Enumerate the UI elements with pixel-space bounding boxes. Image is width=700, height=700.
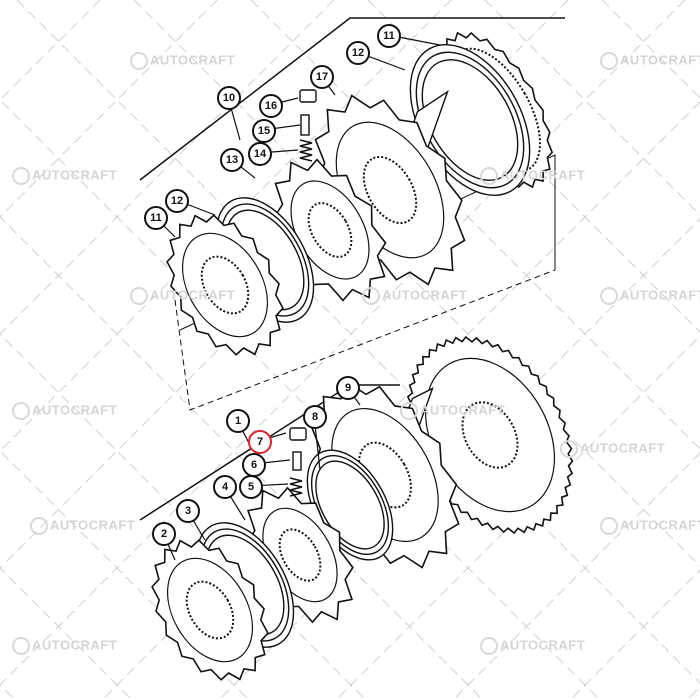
watermark-line (335, 335, 700, 700)
synchro-ring-2-rim (166, 557, 254, 663)
synchro-ring-11-rim (181, 232, 269, 338)
watermark: AUTOCRAFT (480, 637, 585, 655)
watermark: AUTOCRAFT (400, 402, 505, 420)
synchro-ring-11-spline (200, 255, 250, 315)
assembly-dashed-line (174, 269, 556, 411)
callout[interactable]: 5 (239, 475, 263, 499)
autocraft-logo-icon (600, 287, 618, 305)
autocraft-logo-icon (30, 517, 48, 535)
callout[interactable]: 14 (248, 142, 272, 166)
watermark: AUTOCRAFT (362, 287, 467, 305)
watermark-text: AUTOCRAFT (500, 167, 586, 183)
callout[interactable]: 13 (220, 148, 244, 172)
watermark-line (0, 0, 218, 218)
watermark-line (133, 0, 700, 567)
callout[interactable]: 10 (217, 86, 241, 110)
plunger-6 (292, 451, 302, 471)
watermark-text: AUTOCRAFT (150, 52, 236, 68)
watermark-text: AUTOCRAFT (500, 637, 586, 653)
callout[interactable]: 12 (346, 41, 370, 65)
callout[interactable]: 6 (242, 453, 266, 477)
watermark: AUTOCRAFT (130, 287, 235, 305)
autocraft-logo-icon (480, 637, 498, 655)
watermark-line (0, 0, 101, 101)
watermark-text: AUTOCRAFT (32, 167, 118, 183)
callout[interactable]: 11 (377, 24, 401, 48)
watermark: AUTOCRAFT (12, 167, 117, 185)
plunger-15 (300, 114, 310, 136)
spring-14 (299, 139, 313, 162)
callout[interactable]: 15 (252, 119, 276, 143)
callout[interactable]: 4 (213, 475, 237, 499)
synchro-ring-2-spline (185, 580, 235, 640)
watermark-line (484, 0, 700, 216)
watermark-text: AUTOCRAFT (620, 52, 700, 68)
watermark-line (452, 452, 700, 700)
autocraft-logo-icon (480, 167, 498, 185)
autocraft-logo-icon (12, 637, 30, 655)
watermark-line (0, 684, 16, 700)
callout[interactable]: 11 (144, 206, 168, 230)
autocraft-logo-icon (362, 287, 380, 305)
callout-highlighted[interactable]: 7 (248, 430, 272, 454)
watermark-line (0, 0, 686, 686)
autocraft-logo-icon (560, 440, 578, 458)
watermark-text: AUTOCRAFT (420, 402, 506, 418)
synchro-cone-12-top (421, 59, 519, 181)
watermark-text: AUTOCRAFT (32, 637, 118, 653)
autocraft-logo-icon (130, 287, 148, 305)
watermark-text: AUTOCRAFT (620, 517, 700, 533)
watermark: AUTOCRAFT (12, 402, 117, 420)
watermark-line (601, 0, 700, 99)
watermark: AUTOCRAFT (600, 52, 700, 70)
ring-8 (315, 460, 385, 550)
watermark-text: AUTOCRAFT (580, 440, 666, 456)
callout[interactable]: 8 (303, 405, 327, 429)
autocraft-logo-icon (12, 402, 30, 420)
watermark-line (686, 686, 700, 700)
watermark: AUTOCRAFT (560, 440, 665, 458)
callout[interactable]: 9 (336, 376, 360, 400)
watermark-text: AUTOCRAFT (382, 287, 468, 303)
watermark-line (0, 0, 335, 335)
callout[interactable]: 16 (259, 94, 283, 118)
callout[interactable]: 2 (152, 522, 176, 546)
watermark: AUTOCRAFT (130, 52, 235, 70)
watermark-text: AUTOCRAFT (620, 287, 700, 303)
watermark-line (0, 450, 250, 700)
watermark-line (0, 567, 133, 700)
detent-key-16 (299, 89, 317, 103)
watermark-line (16, 0, 700, 684)
bracket-line-10 (139, 17, 565, 181)
synchro-cone-12-top (415, 51, 525, 189)
watermark-line (0, 99, 601, 700)
watermark: AUTOCRAFT (12, 637, 117, 655)
sleeve-17-end-spline (362, 155, 418, 225)
watermark-text: AUTOCRAFT (150, 287, 236, 303)
watermark-line (0, 216, 484, 700)
autocraft-logo-icon (130, 52, 148, 70)
detent-key-7 (289, 427, 307, 441)
autocraft-logo-icon (600, 517, 618, 535)
callout[interactable]: 12 (165, 189, 189, 213)
watermark-line (569, 569, 700, 700)
callout[interactable]: 17 (310, 65, 334, 89)
watermark-text: AUTOCRAFT (50, 517, 136, 533)
autocraft-logo-icon (400, 402, 418, 420)
hub-13-spline (307, 202, 353, 258)
watermark: AUTOCRAFT (480, 167, 585, 185)
spring-5 (289, 477, 303, 497)
watermark-text: AUTOCRAFT (32, 402, 118, 418)
watermark: AUTOCRAFT (600, 287, 700, 305)
callout[interactable]: 1 (226, 409, 250, 433)
large-gear-spline (461, 401, 519, 469)
autocraft-logo-icon (12, 167, 30, 185)
callout[interactable]: 3 (176, 499, 200, 523)
watermark: AUTOCRAFT (600, 517, 700, 535)
autocraft-logo-icon (600, 52, 618, 70)
watermark: AUTOCRAFT (30, 517, 135, 535)
